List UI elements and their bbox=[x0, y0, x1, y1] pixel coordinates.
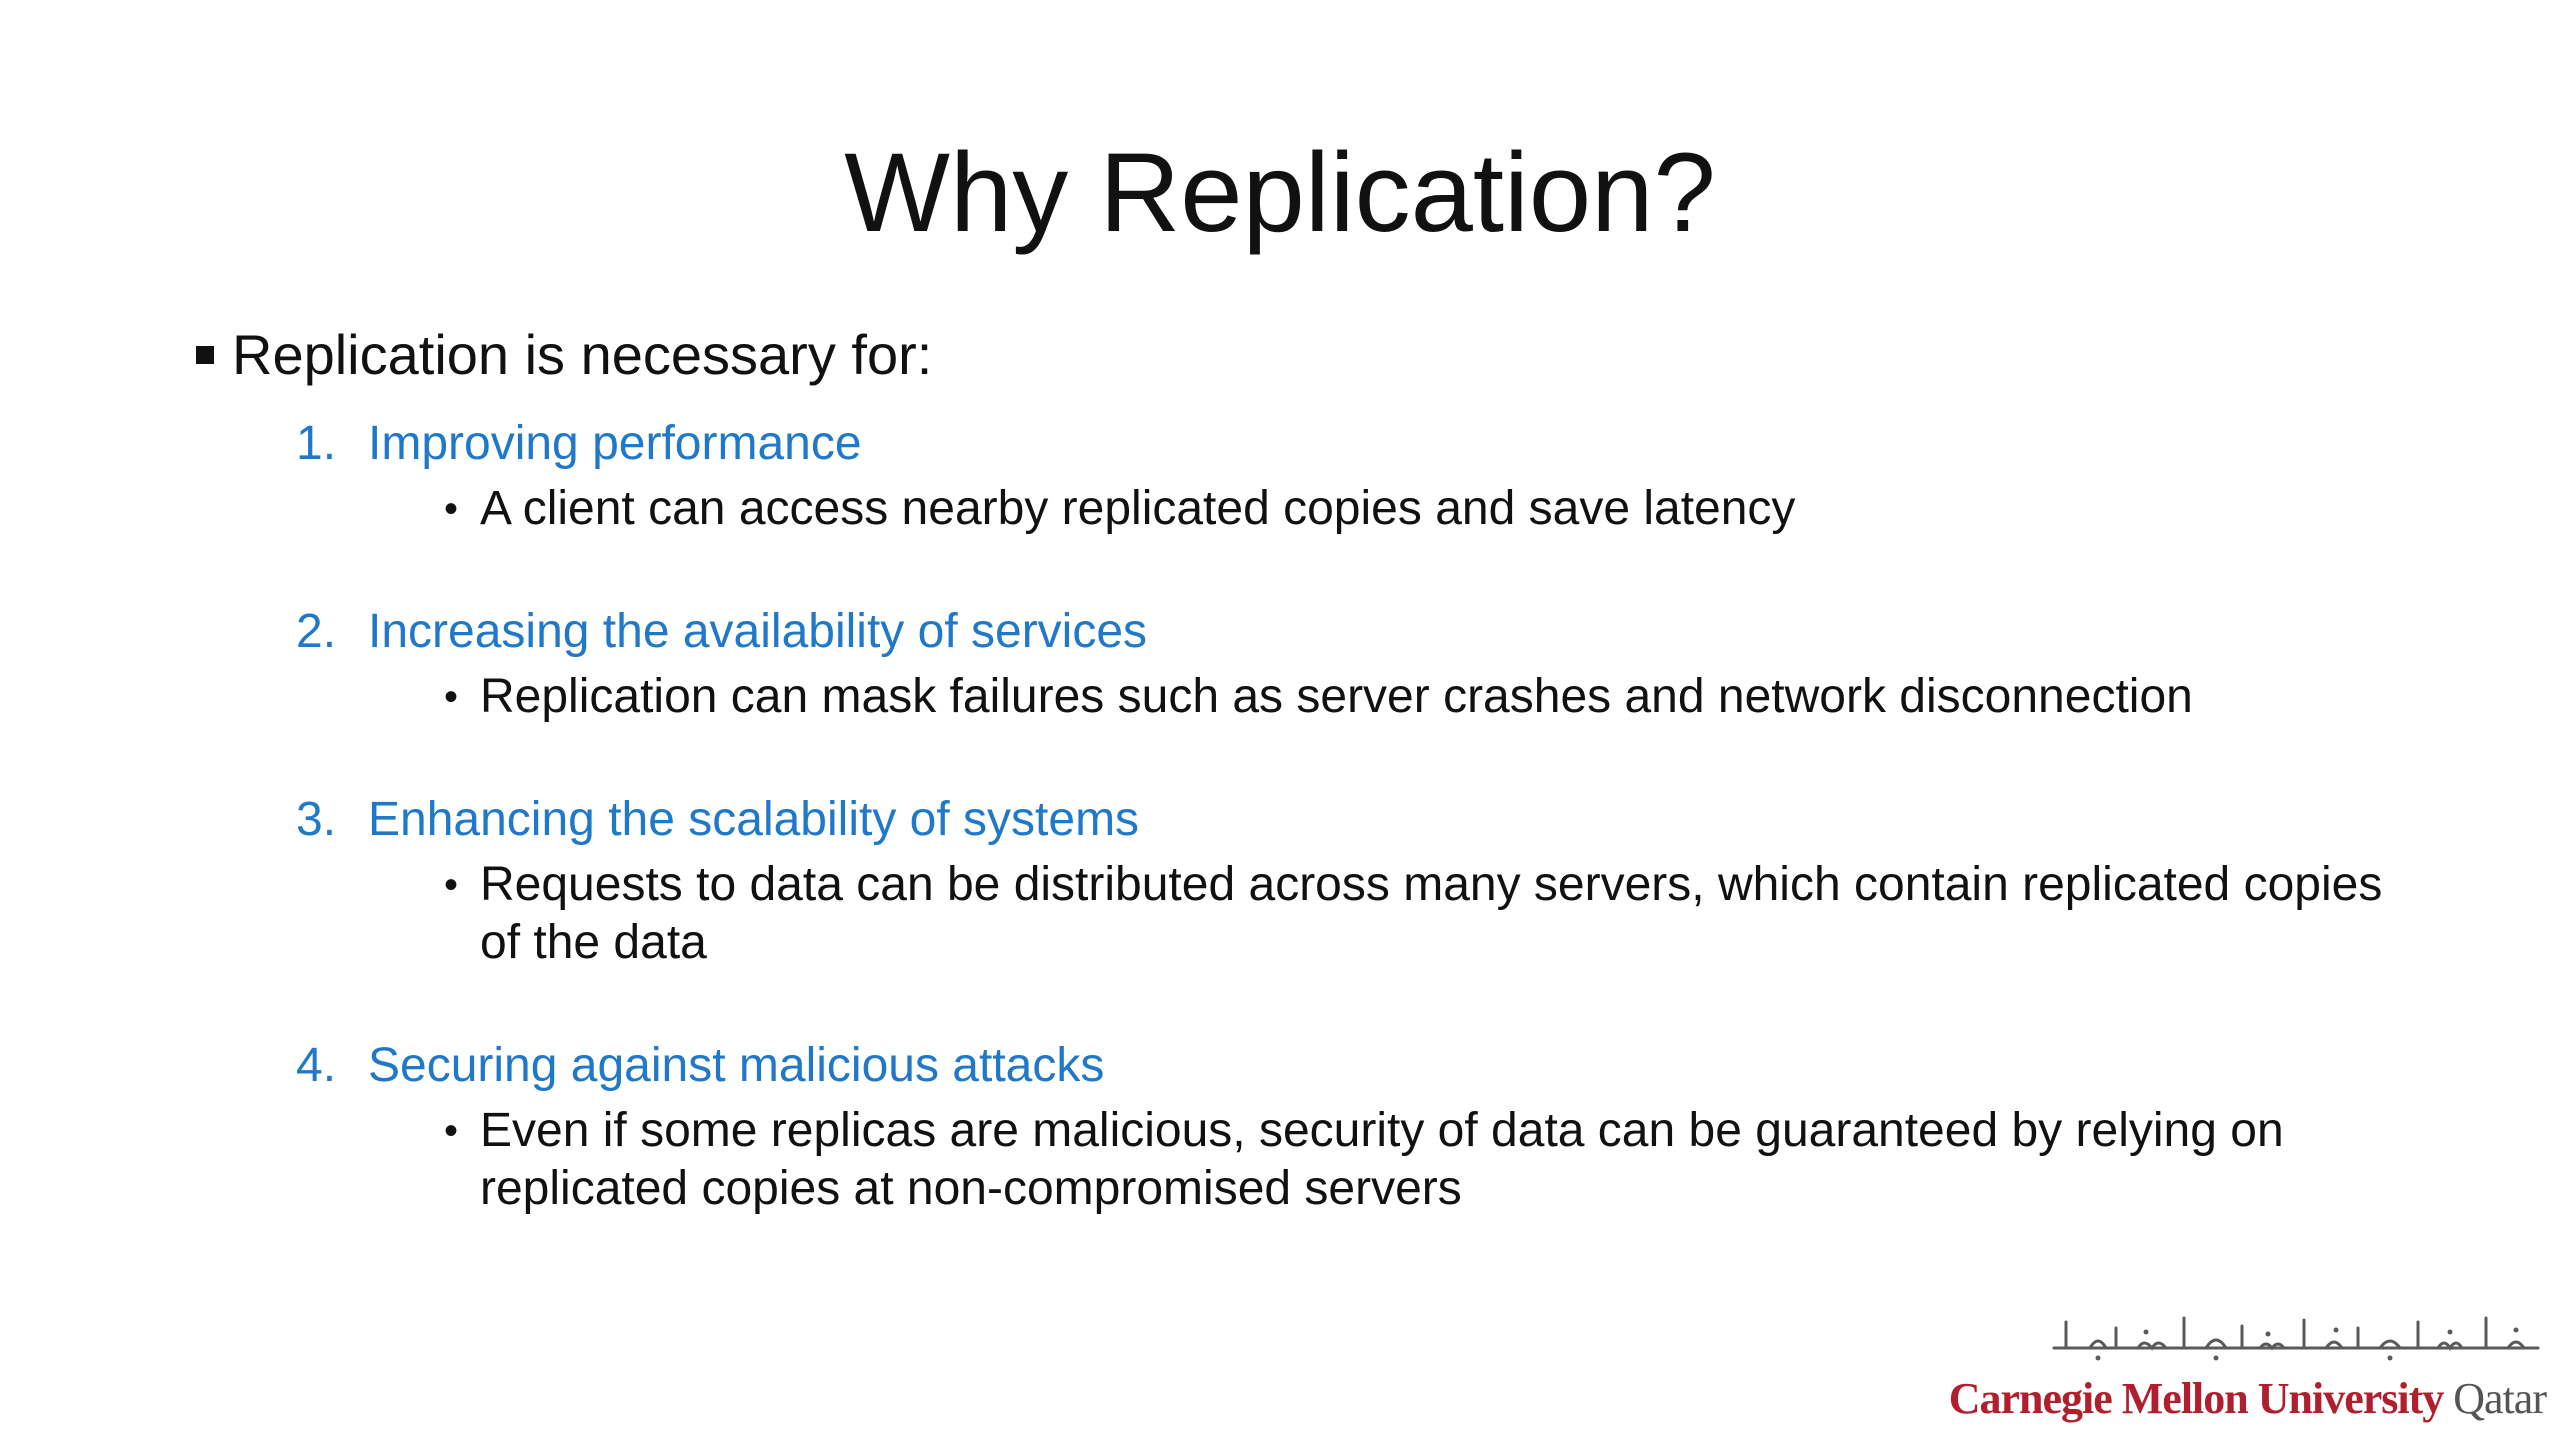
reason-heading: Securing against malicious attacks bbox=[368, 1039, 1105, 1092]
reason-heading-row: 3. Enhancing the scalability of systems bbox=[196, 788, 2396, 852]
logo-location: Qatar bbox=[2453, 1374, 2547, 1423]
lead-text: Replication is necessary for: bbox=[232, 323, 933, 386]
reason-heading: Increasing the availability of services bbox=[368, 605, 1148, 658]
reason-number: 4. bbox=[296, 1039, 337, 1092]
lead-bullet: Replication is necessary for: bbox=[196, 320, 2396, 390]
reason-number: 2. bbox=[296, 605, 337, 658]
reason-item: 2. Increasing the availability of servic… bbox=[196, 600, 2396, 726]
reason-heading-row: 1. Improving performance bbox=[196, 412, 2396, 476]
reason-heading-row: 4. Securing against malicious attacks bbox=[196, 1034, 2396, 1098]
reason-detail: A client can access nearby replicated co… bbox=[480, 482, 1796, 535]
reason-item: 3. Enhancing the scalability of systems … bbox=[196, 788, 2396, 972]
reason-number: 3. bbox=[296, 793, 337, 846]
reason-detail-row: • A client can access nearby replicated … bbox=[196, 480, 2396, 538]
reason-heading: Improving performance bbox=[368, 417, 862, 470]
reason-detail-row: • Replication can mask failures such as … bbox=[196, 668, 2396, 726]
reason-detail-row: • Requests to data can be distributed ac… bbox=[196, 856, 2396, 972]
reason-detail-row: • Even if some replicas are malicious, s… bbox=[196, 1102, 2396, 1218]
reason-heading: Enhancing the scalability of systems bbox=[368, 793, 1140, 846]
arabic-logo-script-icon bbox=[2052, 1316, 2540, 1361]
cmu-qatar-logo: Carnegie Mellon University Qatar bbox=[1949, 1308, 2547, 1424]
reason-item: 1. Improving performance • A client can … bbox=[196, 412, 2396, 538]
reason-item: 4. Securing against malicious attacks • … bbox=[196, 1034, 2396, 1218]
logo-university-name: Carnegie Mellon University bbox=[1948, 1374, 2445, 1423]
reason-detail: Requests to data can be distributed acro… bbox=[480, 858, 2383, 969]
reason-heading-row: 2. Increasing the availability of servic… bbox=[196, 600, 2396, 664]
square-bullet-icon bbox=[196, 346, 214, 364]
reasons-list: 1. Improving performance • A client can … bbox=[196, 412, 2396, 1218]
bullet-icon: • bbox=[444, 863, 459, 907]
bullet-icon: • bbox=[444, 487, 459, 531]
logo-wordmark: Carnegie Mellon University Qatar bbox=[1948, 1374, 2547, 1424]
reason-detail: Replication can mask failures such as se… bbox=[480, 670, 2193, 723]
reason-number: 1. bbox=[296, 417, 337, 470]
bullet-icon: • bbox=[444, 675, 459, 719]
slide-title: Why Replication? bbox=[844, 130, 1716, 255]
bullet-icon: • bbox=[444, 1109, 459, 1153]
reason-detail: Even if some replicas are malicious, sec… bbox=[480, 1104, 2284, 1215]
slide-content: Replication is necessary for: 1. Improvi… bbox=[196, 320, 2396, 1218]
